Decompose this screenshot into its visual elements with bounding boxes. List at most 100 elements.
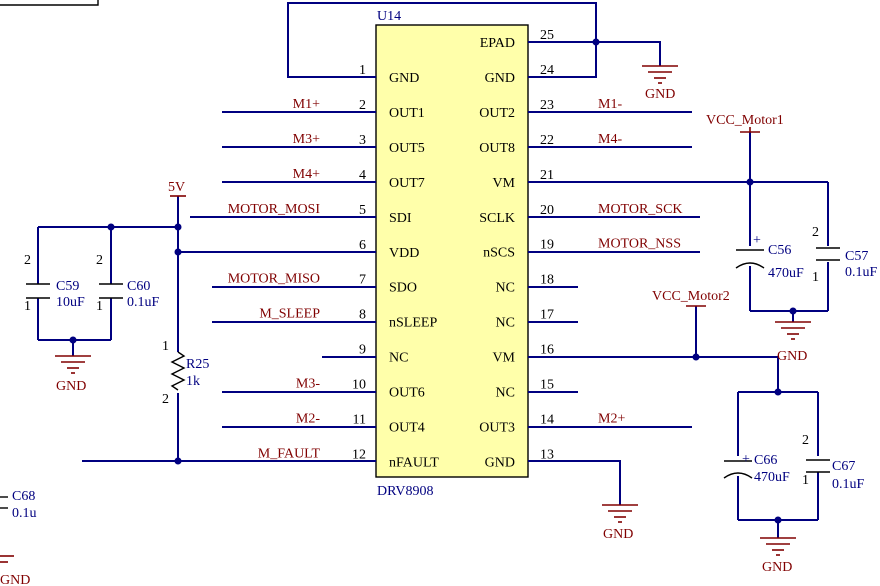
gnd-symbol: GND: [55, 355, 91, 394]
junction-dot: [69, 336, 77, 344]
junction-dot: [107, 223, 115, 231]
capacitor-c60[interactable]: 2 1 C60 0.1uF: [96, 253, 160, 314]
pin-name-24: GND: [485, 71, 515, 86]
pin-number-5: 5: [359, 203, 366, 218]
pin-number-24: 24: [540, 63, 554, 78]
pin-number-6: 6: [359, 238, 366, 253]
junction-dot: [789, 307, 797, 315]
capacitor-c57[interactable]: 2 1 C57 0.1uF: [812, 225, 878, 285]
pin-number-10: 10: [352, 378, 366, 393]
svg-text:GND: GND: [762, 560, 792, 575]
junction-dot: [774, 388, 782, 396]
pin-name-10: OUT6: [389, 386, 425, 401]
pin-name-7: SDO: [389, 281, 417, 296]
gnd-symbol: GND: [760, 537, 796, 575]
svg-text:1: 1: [802, 473, 809, 488]
pin-number-25: 25: [540, 28, 554, 43]
pin-number-2: 2: [359, 98, 366, 113]
pin-name-20: SCLK: [479, 211, 515, 226]
chip-part: DRV8908: [377, 484, 433, 499]
pin-number-11: 11: [353, 413, 366, 428]
svg-text:C68: C68: [12, 489, 35, 504]
chip-pins: 1GND2OUT1M1+3OUT5M3+4OUT7M4+5SDIMOTOR_MO…: [228, 28, 683, 470]
net-label-m4-: M4-: [598, 132, 622, 147]
pin-name-5: SDI: [389, 211, 412, 226]
svg-text:470uF: 470uF: [754, 470, 790, 485]
net-label-motor-nss: MOTOR_NSS: [598, 237, 681, 252]
junction-dot: [174, 248, 182, 256]
pin-name-8: nSLEEP: [389, 316, 437, 331]
svg-text:10uF: 10uF: [56, 295, 85, 310]
pin-name-22: OUT8: [479, 141, 515, 156]
pin-number-7: 7: [359, 273, 366, 288]
pin-name-19: nSCS: [483, 246, 515, 261]
net-label-m3-: M3+: [293, 132, 320, 147]
pin-name-16: VM: [492, 351, 515, 366]
capacitor-c59[interactable]: 2 1 C59 10uF: [24, 253, 85, 314]
svg-text:1: 1: [96, 299, 103, 314]
net-label-motor-mosi: MOTOR_MOSI: [228, 202, 321, 217]
net-label-m2-: M2-: [296, 412, 320, 427]
svg-text:C60: C60: [127, 279, 150, 294]
pin-name-15: NC: [496, 386, 515, 401]
right-wiring: [528, 41, 829, 538]
junction-dot: [592, 38, 600, 46]
pin-name-21: VM: [492, 176, 515, 191]
pin-name-14: OUT3: [479, 420, 515, 435]
capacitor-c68[interactable]: C68 0.1u: [0, 489, 37, 521]
svg-text:GND: GND: [603, 527, 633, 542]
svg-text:0.1u: 0.1u: [12, 506, 37, 521]
gnd-symbol: GND: [602, 504, 638, 542]
pin-number-21: 21: [540, 168, 554, 183]
svg-text:2: 2: [162, 392, 169, 407]
svg-text:GND: GND: [0, 573, 30, 586]
pin-name-4: OUT7: [389, 176, 425, 191]
svg-text:C59: C59: [56, 279, 79, 294]
svg-text:VCC_Motor2: VCC_Motor2: [652, 289, 730, 304]
gnd-symbol: GND: [642, 65, 678, 102]
svg-text:1k: 1k: [186, 374, 200, 389]
junction-dot: [692, 353, 700, 361]
pin-number-18: 18: [540, 273, 554, 288]
pin-name-6: VDD: [389, 246, 419, 261]
pin-number-16: 16: [540, 343, 554, 358]
pin-number-17: 17: [540, 308, 554, 323]
svg-text:1: 1: [162, 339, 169, 354]
capacitor-c66[interactable]: + C66 470uF: [723, 452, 790, 485]
svg-text:0.1uF: 0.1uF: [832, 477, 865, 492]
svg-text:0.1uF: 0.1uF: [127, 295, 160, 310]
pin-name-3: OUT5: [389, 141, 425, 156]
power-vcc-motor2: VCC_Motor2: [652, 289, 730, 307]
net-label-m1-: M1+: [293, 97, 320, 112]
svg-text:+: +: [742, 452, 750, 467]
net-label-m3-: M3-: [296, 377, 320, 392]
pin-number-15: 15: [540, 378, 554, 393]
svg-text:GND: GND: [645, 87, 675, 102]
gnd-symbol: GND: [0, 555, 30, 586]
pin-name-9: NC: [389, 351, 408, 366]
svg-text:0.1uF: 0.1uF: [845, 265, 878, 280]
chip-body[interactable]: [375, 24, 529, 478]
capacitor-c56[interactable]: + C56 470uF: [735, 233, 804, 281]
junction-dot: [174, 223, 182, 231]
svg-text:2: 2: [96, 253, 103, 268]
pin-number-3: 3: [359, 133, 366, 148]
pin-number-13: 13: [540, 447, 554, 462]
pin-number-20: 20: [540, 203, 554, 218]
power-5v: 5V: [168, 180, 186, 197]
capacitor-c67[interactable]: 2 1 C67 0.1uF: [802, 433, 865, 492]
junction-dot: [746, 178, 754, 186]
resistor-r25[interactable]: 1 2 R25 1k: [162, 339, 209, 407]
svg-text:2: 2: [24, 253, 31, 268]
svg-text:1: 1: [24, 299, 31, 314]
pin-name-13: GND: [485, 455, 515, 470]
gnd-loop-wire: [287, 2, 597, 78]
pin-number-22: 22: [540, 133, 554, 148]
partial-frame-edge: [0, 0, 99, 6]
pin-name-12: nFAULT: [389, 455, 439, 470]
svg-text:R25: R25: [186, 357, 209, 372]
pin-number-14: 14: [540, 412, 554, 427]
pin-name-1: GND: [389, 71, 419, 86]
gnd-symbol: GND: [775, 321, 811, 364]
